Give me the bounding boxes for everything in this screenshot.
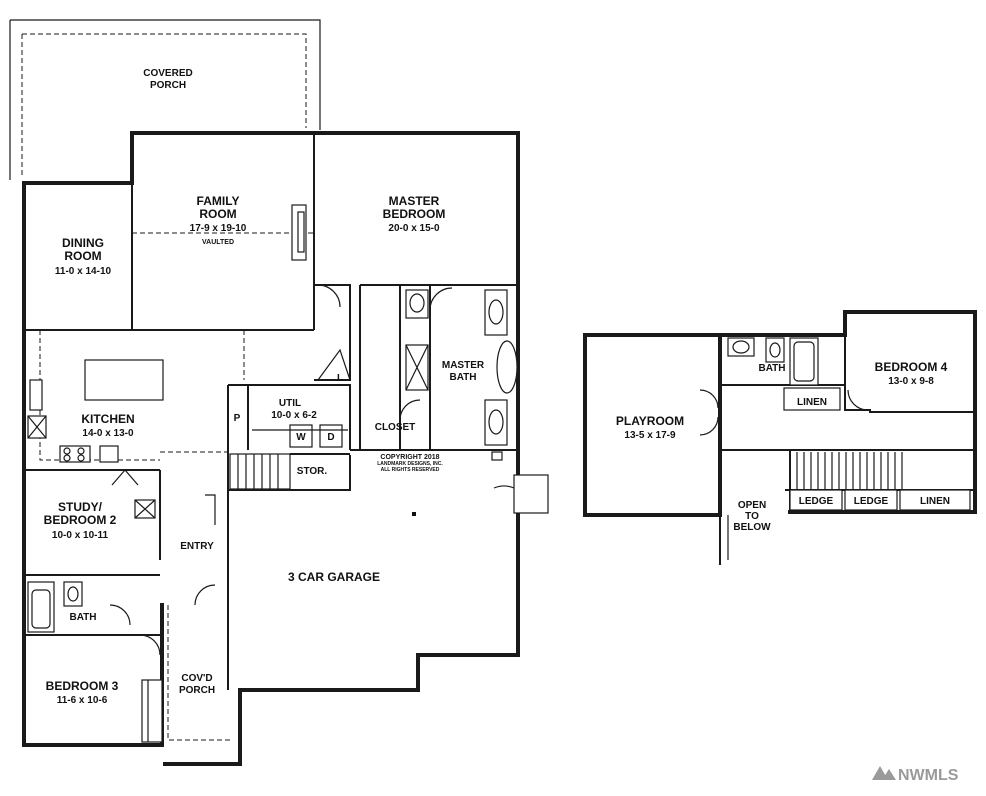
washer-label: W (296, 432, 306, 443)
bath-label: BATH (69, 612, 96, 623)
closet-label: CLOSET (375, 422, 416, 433)
family-room-note: VAULTED (202, 239, 234, 246)
kitchen-walls (27, 330, 351, 491)
kitchen-name: KITCHEN (81, 412, 134, 426)
main-floor-walls (22, 131, 520, 766)
bath-up-label: BATH (758, 363, 785, 374)
bedroom3-size: 11-6 x 10-6 (57, 695, 108, 706)
covd-porch-outline (167, 605, 230, 741)
util-size: 10-0 x 6-2 (271, 410, 317, 421)
garage-label: 3 CAR GARAGE (288, 570, 380, 584)
util-name: UTIL (279, 398, 301, 409)
master-bedroom-size: 20-0 x 15-0 (388, 223, 440, 234)
family-room-size: 17-9 x 19-10 (190, 223, 247, 234)
study-size: 10-0 x 10-11 (52, 530, 109, 541)
ledge1-label: LEDGE (799, 496, 834, 507)
upper-floor-walls (583, 310, 977, 565)
watermark-text: NWMLS (898, 767, 959, 784)
garage-walls (227, 449, 549, 690)
dining-room-size: 11-0 x 14-10 (55, 266, 112, 277)
bedroom-wing-walls (24, 469, 216, 743)
covered-porch-area (9, 19, 321, 180)
watermark-logo-icon (872, 766, 896, 780)
ledge2-label: LEDGE (854, 496, 889, 507)
playroom-name: PLAYROOM (616, 414, 684, 428)
playroom-size: 13-5 x 17-9 (624, 430, 676, 441)
dryer-label: D (327, 432, 334, 443)
linen-l-label: L (337, 373, 343, 384)
stairs (229, 453, 291, 490)
entry-label: ENTRY (180, 541, 214, 552)
stor-label: STOR. (297, 466, 328, 477)
upper-stairs (789, 452, 903, 490)
bedroom4-size: 13-0 x 9-8 (888, 376, 934, 387)
bedroom4-name: BEDROOM 4 (875, 360, 948, 374)
nwmls-watermark: NWMLS (872, 766, 959, 784)
linen-up-label: LINEN (797, 397, 827, 408)
kitchen-size: 14-0 x 13-0 (82, 428, 134, 439)
linen-up2-label: LINEN (920, 496, 950, 507)
bedroom3-name: BEDROOM 3 (46, 679, 119, 693)
master-suite-walls (314, 284, 518, 451)
study-name: STUDY/BEDROOM 2 (44, 500, 117, 527)
pantry-label: P (234, 413, 241, 424)
